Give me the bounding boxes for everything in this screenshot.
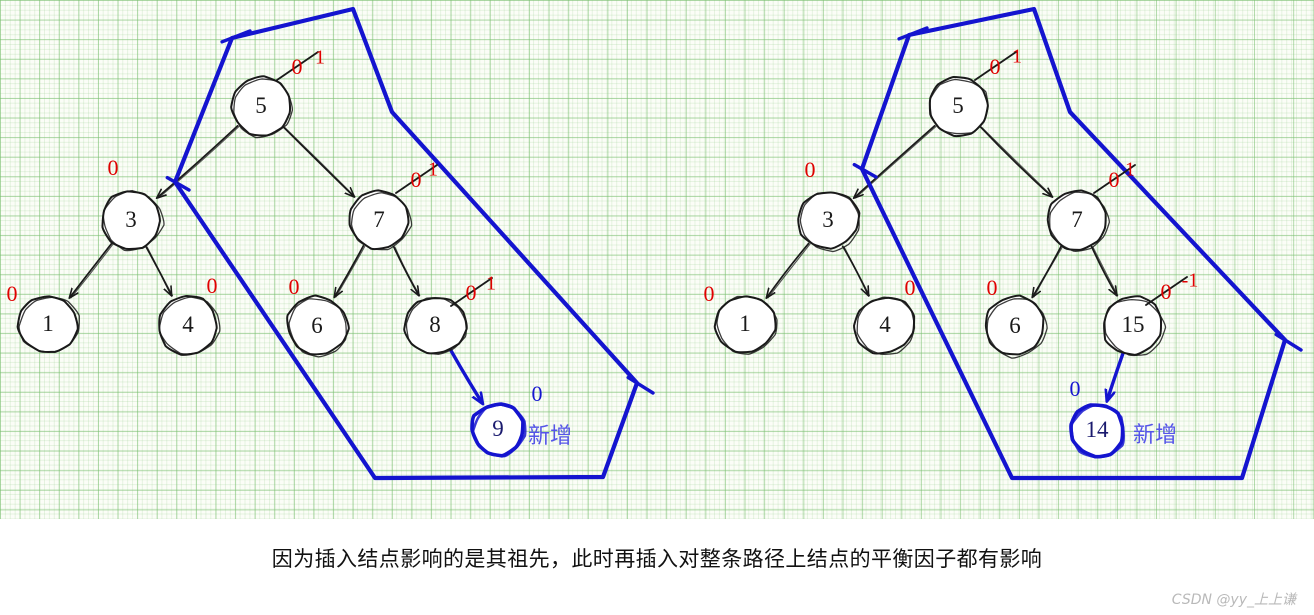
highlight-polygon-right-tree (859, 6, 1288, 481)
caption-band (0, 519, 1314, 615)
edge-R15-R14 (1107, 351, 1125, 399)
edge-R3-R1 (767, 242, 810, 297)
balance-factor-new-L8: 1 (486, 272, 496, 295)
edge-shadow (146, 246, 174, 297)
node-label-5: 5 (255, 93, 267, 118)
edge-L3-L1 (70, 242, 113, 297)
balance-factor-old-R15: 0 (1160, 279, 1172, 304)
edge-shadow (284, 126, 356, 198)
balance-factor-old-L7: 0 (410, 167, 422, 192)
node-label-8: 8 (429, 312, 441, 337)
node-label-14: 14 (1085, 417, 1109, 442)
edge-shadow (394, 246, 421, 296)
balance-factor-new-R5: 1 (1012, 45, 1022, 68)
polygon-corner-tick (626, 375, 655, 395)
balance-factor-old-L5: 0 (291, 54, 303, 79)
edge-shadow (70, 243, 114, 299)
balance-factor-old-L8: 0 (465, 280, 477, 305)
balance-factor-old-R7: 0 (1108, 167, 1120, 192)
node-label-6: 6 (311, 313, 323, 338)
edge-R7-R6 (1033, 245, 1063, 297)
tree-nodes-group (16, 75, 1167, 459)
balance-factor-new-L7: 1 (428, 158, 438, 181)
new-node-tag: 新增 (1133, 423, 1178, 448)
node-label-4: 4 (879, 312, 891, 337)
node-label-1: 1 (739, 311, 751, 336)
node-label-4: 4 (182, 312, 194, 337)
balance-factor-old-R4: 0 (904, 275, 916, 300)
watermark: CSDN @yy_上上谦 (1171, 592, 1296, 608)
edge-L7-L6 (335, 245, 365, 297)
node-label-3: 3 (125, 207, 137, 232)
balance-factor-old-L4: 0 (206, 273, 218, 298)
node-label-5: 5 (952, 93, 964, 118)
balance-factor-old-R5: 0 (989, 54, 1001, 79)
edge-shadow (335, 245, 366, 298)
node-label-7: 7 (373, 207, 385, 232)
edge-R3-R4 (841, 245, 869, 295)
edge-L7-L8 (392, 245, 419, 295)
edge-shadow (854, 125, 937, 199)
edge-L3-L4 (144, 245, 172, 295)
tree-edges-group (70, 124, 1125, 403)
edge-R5-R7 (979, 125, 1051, 197)
polygon-corner-tick (220, 29, 252, 44)
node-label-9: 9 (492, 416, 504, 441)
balance-factor-old-L3: 0 (107, 155, 119, 180)
edge-L5-L7 (282, 125, 354, 197)
edge-shadow (843, 246, 871, 297)
edge-R7-R15 (1090, 245, 1117, 295)
node-label-1: 1 (42, 311, 54, 336)
balance-factor-old-L1: 0 (6, 281, 18, 306)
caption: 因为插入结点影响的是其祖先，此时再插入对整条路径上结点的平衡因子都有影响 (271, 547, 1043, 571)
edge-shadow (767, 243, 811, 299)
highlight-polygon-left-tree (172, 6, 640, 481)
node-label-7: 7 (1071, 207, 1083, 232)
polygon-corner-tick (1274, 332, 1303, 352)
new-node-tag: 新增 (528, 424, 573, 449)
edge-shadow (157, 125, 240, 199)
edge-R5-R3 (854, 124, 936, 198)
polygon-corner-tick (852, 162, 878, 179)
balance-factor-new-L5: 1 (315, 46, 325, 69)
highlight-polygons-group (165, 6, 1303, 481)
balance-factor-old-R3: 0 (804, 157, 816, 182)
polygon-corner-tick (165, 175, 191, 192)
edge-shadow (1092, 246, 1119, 296)
polygon-corner-tick (897, 26, 929, 41)
balance-factor-old-R6: 0 (986, 275, 998, 300)
node-label-3: 3 (822, 207, 834, 232)
balance-factor-new-R15: -1 (1181, 269, 1199, 292)
new-node-balance-factor: 0 (531, 381, 543, 406)
balance-factor-old-R1: 0 (703, 281, 715, 306)
node-label-6: 6 (1009, 313, 1021, 338)
edge-shadow (1033, 245, 1064, 298)
balance-factor-old-L6: 0 (288, 274, 300, 299)
edge-L8-L9 (449, 348, 482, 403)
edge-L5-L3 (157, 124, 239, 198)
edge-shadow (981, 126, 1054, 198)
node-label-15: 15 (1121, 312, 1145, 337)
balance-factor-new-R7: 1 (1125, 158, 1135, 181)
new-node-balance-factor: 0 (1069, 376, 1081, 401)
